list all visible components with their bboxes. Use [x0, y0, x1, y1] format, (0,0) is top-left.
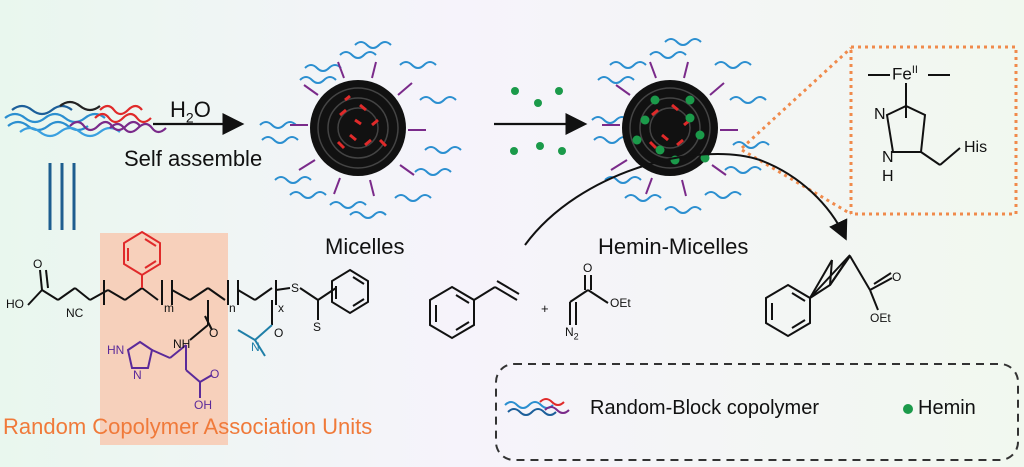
- imidazole-hn-label: HN: [107, 343, 125, 357]
- histidine-pendant: [126, 340, 213, 398]
- subscript-n: n: [229, 301, 236, 315]
- arrow-label-self-assemble: Self assemble: [124, 146, 263, 171]
- hemin-dots: [510, 87, 566, 155]
- legend-copolymer-icon: [504, 398, 570, 416]
- acid-o2-label: O: [210, 367, 220, 381]
- product-o-label: O: [892, 270, 902, 284]
- amide-o1-label: O: [209, 326, 219, 340]
- thio-s1-label: S: [291, 281, 300, 295]
- legend-copolymer-label: Random-Block copolymer: [590, 397, 819, 419]
- amide-o2-label: O: [274, 326, 284, 340]
- inset-his-label: His: [964, 139, 988, 156]
- water-formula: H2O: [170, 97, 211, 126]
- amide-n-label: N: [251, 340, 260, 354]
- plus-sign: +: [541, 301, 549, 316]
- micelle: [259, 41, 462, 219]
- inset-n-label: N: [874, 106, 886, 123]
- product-structure: [765, 254, 893, 338]
- diazo-n2-label: N2: [565, 325, 579, 342]
- subscript-x: x: [278, 301, 284, 315]
- acid-oh2-label: OH: [194, 398, 212, 412]
- phenyl-pendant: [123, 230, 161, 288]
- product-oet-label: OEt: [870, 311, 891, 325]
- polymer-backbone: [27, 269, 337, 325]
- association-units-label: Random Copolymer Association Units: [3, 414, 373, 439]
- styrene-structure: [429, 280, 520, 340]
- equivalence-bars: [48, 163, 76, 230]
- acid-o-label: O: [33, 257, 43, 271]
- dimethylamide-pendant: [237, 324, 273, 357]
- legend-box: [495, 363, 1019, 461]
- legend-hemin-label: Hemin: [918, 397, 976, 419]
- subscript-m: m: [164, 301, 174, 315]
- thio-s2-label: S: [313, 320, 322, 334]
- association-unit-highlight: [100, 233, 228, 445]
- legend-hemin-dot: [903, 404, 913, 414]
- active-site-inset: [849, 45, 1018, 216]
- thiobenzoyl-endgroup: [331, 268, 369, 315]
- acid-oh-label: HO: [6, 297, 24, 311]
- diazo-oet-label: OEt: [610, 296, 631, 310]
- nitrile-label: NC: [66, 306, 84, 320]
- inset-structure: [868, 74, 961, 166]
- arrow-label-water: H2O: [170, 97, 211, 125]
- hemin-micelles-label: Hemin-Micelles: [598, 234, 749, 259]
- imidazole-n-label: N: [133, 368, 142, 382]
- inset-nh-n: N: [882, 149, 894, 166]
- micelles-label: Micelles: [325, 234, 405, 259]
- inset-nh-h: H: [882, 168, 894, 185]
- diazo-structure: [569, 275, 609, 325]
- hemin-micelle: [591, 38, 770, 214]
- diazo-o-label: O: [583, 261, 593, 275]
- amide-nh-label: NH: [173, 337, 191, 351]
- copolymer-strand: [4, 100, 167, 138]
- catalysis-arrow: [524, 153, 848, 246]
- inset-iron-label: FeII: [892, 64, 918, 84]
